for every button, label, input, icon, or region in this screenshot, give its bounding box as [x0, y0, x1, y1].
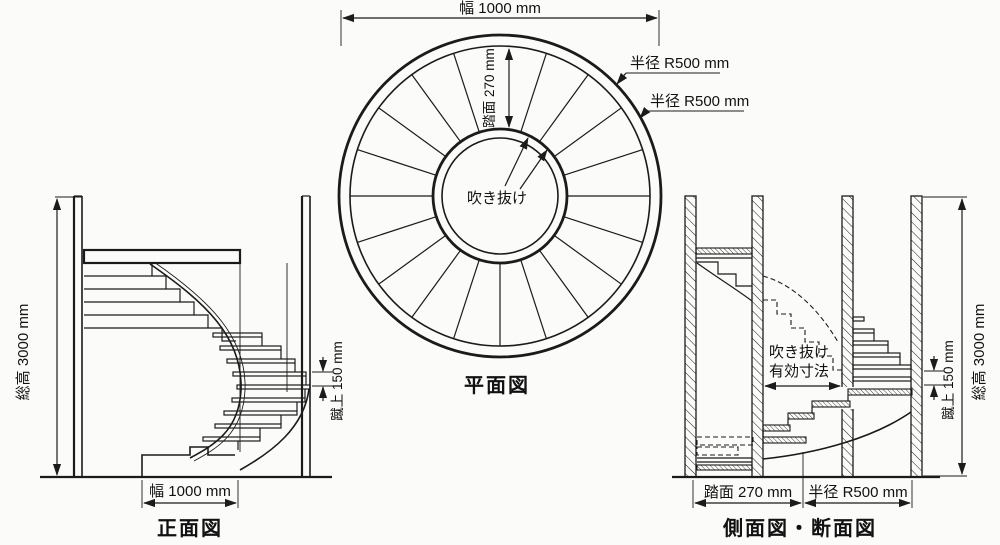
- plan-void-circle: [441, 137, 559, 255]
- side-hidden-steps: [762, 275, 843, 384]
- plan-width-dimension: 幅 1000 mm: [340, 0, 660, 46]
- plan-caption: 平面図: [464, 375, 530, 397]
- front-near-steps: [202, 332, 311, 450]
- side-wall-2: [751, 195, 764, 478]
- side-height-label: 総高 3000 mm: [971, 304, 988, 401]
- side-void-dimension: 吹き抜け 有効寸法: [764, 344, 841, 391]
- front-height-dimension: 総高 3000 mm: [15, 196, 82, 476]
- side-height-dimension: 総高 3000 mm: [923, 196, 988, 477]
- side-radius-label: 半径 R500 mm: [808, 484, 907, 501]
- side-caption: 側面図・断面図: [722, 516, 877, 540]
- plan-tread-label: 踏面 270 mm: [482, 48, 497, 128]
- front-riser-label: 蹴上 150 mm: [330, 341, 345, 421]
- plan-view: 幅 1000 mm 半径 R500 mm 半径 R500 mm 踏面 270 m…: [337, 0, 749, 397]
- front-back-steps: [84, 262, 240, 342]
- front-helix-curves: [149, 261, 310, 471]
- side-riser-label: 蹴上 150 mm: [941, 340, 956, 420]
- plan-radius-label-top: 半径 R500 mm: [616, 55, 729, 85]
- side-landing-steps: [695, 247, 753, 302]
- side-wall-1: [684, 195, 697, 478]
- side-riser-dimension: 蹴上 150 mm: [924, 340, 956, 420]
- side-bottom-left: [696, 436, 754, 471]
- side-wall-3: [841, 195, 854, 478]
- front-caption: 正面図: [157, 518, 223, 540]
- side-wall-4: [910, 195, 923, 478]
- svg-text:半径 R500 mm: 半径 R500 mm: [630, 55, 729, 72]
- front-width-label: 幅 1000 mm: [149, 483, 231, 500]
- side-void-label-1: 吹き抜け: [769, 344, 829, 361]
- front-riser-dimension: 蹴上 150 mm: [312, 341, 345, 421]
- side-tread-label: 踏面 270 mm: [704, 484, 792, 501]
- side-void-label-2: 有効寸法: [769, 363, 829, 380]
- front-height-label: 総高 3000 mm: [15, 304, 32, 401]
- svg-text:半径 R500 mm: 半径 R500 mm: [650, 93, 749, 110]
- plan-void-label: 吹き抜け: [467, 190, 527, 207]
- side-helix-curve: [762, 411, 912, 460]
- plan-tread-dimension: 踏面 270 mm: [482, 48, 514, 128]
- plan-tread-radials: [350, 53, 650, 346]
- front-base-platform: [141, 446, 235, 477]
- plan-outer-circle: [337, 33, 663, 359]
- side-right-steps: [852, 316, 912, 382]
- front-landing: [82, 248, 242, 265]
- plan-void: 吹き抜け: [467, 137, 548, 207]
- side-view: 吹き抜け 有効寸法 蹴上 150 mm 総高 3000 mm 踏面 270: [672, 195, 988, 540]
- plan-width-label: 幅 1000 mm: [459, 0, 541, 17]
- front-width-dimension: 幅 1000 mm: [141, 480, 239, 508]
- plan-radius-label-bottom: 半径 R500 mm: [639, 93, 749, 119]
- side-bottom-dimensions: 踏面 270 mm 半径 R500 mm: [692, 452, 913, 508]
- front-view: 総高 3000 mm: [15, 195, 345, 540]
- side-lower-steps: [762, 388, 913, 460]
